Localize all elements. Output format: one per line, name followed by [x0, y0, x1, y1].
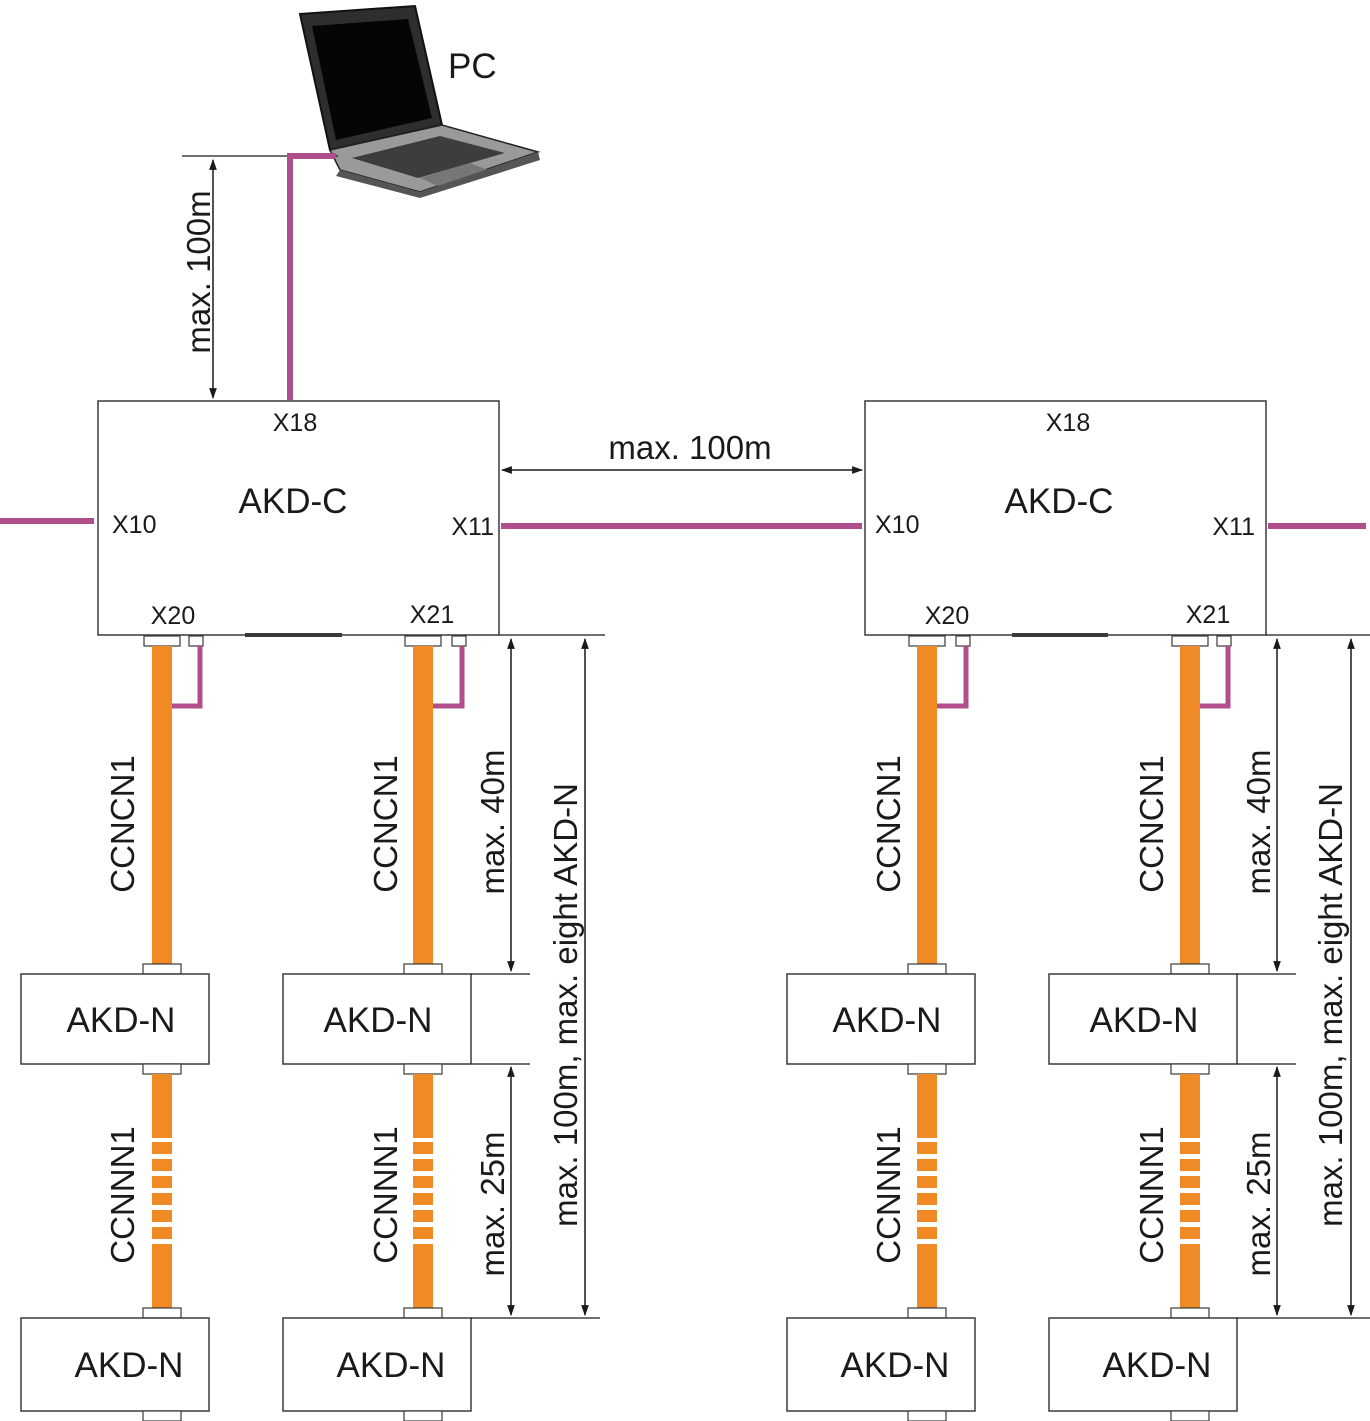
port-x10-label: X10 — [875, 511, 919, 539]
drive-akd-n — [1048, 1317, 1238, 1412]
pc-ethernet-cable — [287, 153, 336, 400]
ccncn1-max-length-label: max. 40m — [1240, 750, 1277, 895]
drive-label: AKD-N — [1090, 1001, 1199, 1040]
ccncn1-cable-label: CCNCN1 — [1133, 755, 1170, 893]
controller-label: AKD-C — [239, 482, 348, 521]
controller-1: AKD-C X18 X10 X11 X20 X21 — [97, 400, 500, 637]
ccnnn1-cable-label: CCNNN1 — [104, 1126, 141, 1264]
port-x20-label: X20 — [151, 602, 195, 630]
ccncn1-max-length-label: max. 40m — [474, 750, 511, 895]
string-1: CCNCN1 AKD-N CCNNN1 AKD-N — [20, 635, 210, 1421]
ethernet-tap — [172, 646, 203, 709]
drive-label: AKD-N — [67, 1001, 176, 1040]
port-x18-label: X18 — [1046, 409, 1090, 437]
ccncn1-cable — [917, 646, 937, 964]
drive-label: AKD-N — [833, 1001, 942, 1040]
drive-label: AKD-N — [1103, 1346, 1212, 1385]
ccncn1-cable-label: CCNCN1 — [367, 755, 404, 893]
port-x11-label: X11 — [451, 513, 494, 541]
controller-link-length-label: max. 100m — [608, 429, 771, 466]
string-max-length-label: max. 100m, max. eight AKD-N — [547, 783, 584, 1227]
string-max-length-label: max. 100m, max. eight AKD-N — [1312, 783, 1349, 1227]
drive-akd-n — [786, 973, 976, 1065]
ethernet-tap — [1200, 646, 1231, 709]
ccncn1-cable — [152, 646, 172, 964]
pc-label: PC — [448, 47, 497, 86]
string-2: CCNCN1 AKD-N CCNNN1 AKD-N — [282, 635, 472, 1421]
ccncn1-cable — [413, 646, 433, 964]
drive-akd-n — [786, 1317, 976, 1412]
drive-akd-n — [282, 1317, 472, 1412]
ethernet-tap — [937, 646, 969, 709]
string-3: CCNCN1 AKD-N CCNNN1 AKD-N — [786, 635, 976, 1421]
pc-link-length-label: max. 100m — [180, 190, 217, 353]
drive-label: AKD-N — [75, 1346, 184, 1385]
controller-label: AKD-C — [1005, 482, 1114, 521]
port-x21-label: X21 — [1186, 601, 1230, 629]
ccnnn1-cable-label: CCNNN1 — [1133, 1126, 1170, 1264]
ccnnn1-max-length-label: max. 25m — [1240, 1132, 1277, 1277]
length-dimensions-1 — [471, 634, 605, 1319]
port-x18-label: X18 — [273, 409, 317, 437]
ccnnn1-max-length-label: max. 25m — [474, 1132, 511, 1277]
drive-akd-n — [20, 973, 210, 1065]
port-x10-label: X10 — [112, 511, 156, 539]
drive-label: AKD-N — [841, 1346, 950, 1385]
drive-akd-n — [20, 1317, 210, 1412]
ccncn1-cable-label: CCNCN1 — [870, 755, 907, 893]
controller-2: AKD-C X18 X10 X11 X20 X21 — [864, 400, 1267, 637]
drive-akd-n — [1048, 973, 1238, 1065]
string-4: CCNCN1 AKD-N CCNNN1 AKD-N — [1048, 635, 1238, 1421]
length-dimensions-2 — [1237, 634, 1370, 1319]
port-x20-label: X20 — [925, 602, 969, 630]
drive-label: AKD-N — [337, 1346, 446, 1385]
ccncn1-cable-label: CCNCN1 — [104, 755, 141, 893]
laptop-icon — [298, 4, 541, 198]
ccncn1-cable — [1180, 646, 1200, 964]
drive-akd-n — [282, 973, 472, 1065]
port-x21-label: X21 — [410, 601, 454, 629]
drive-label: AKD-N — [324, 1001, 433, 1040]
ccnnn1-cable-label: CCNNN1 — [870, 1126, 907, 1264]
port-x11-label: X11 — [1212, 513, 1255, 541]
ccnnn1-cable-label: CCNNN1 — [367, 1126, 404, 1264]
ethernet-tap — [433, 646, 465, 709]
